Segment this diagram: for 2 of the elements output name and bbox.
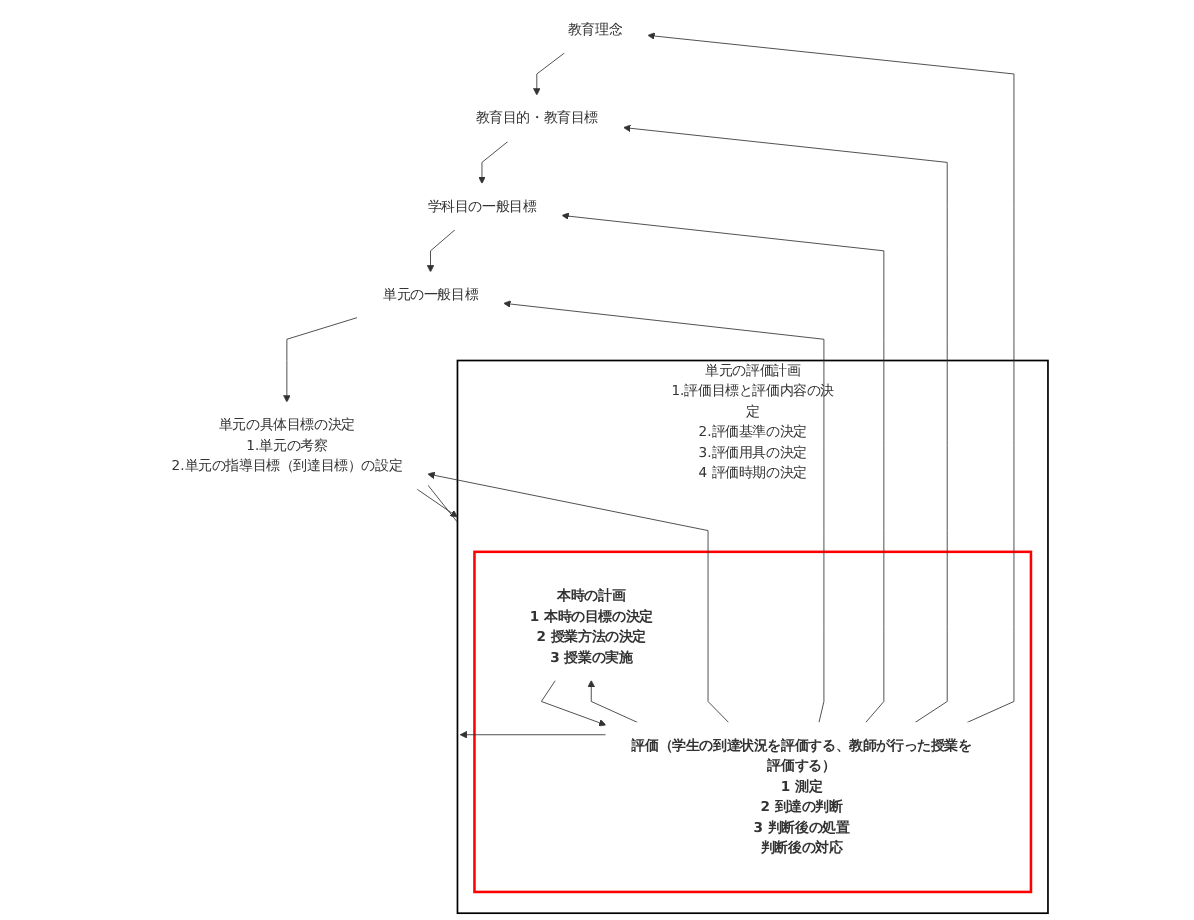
connector (427, 484, 458, 523)
cluster (473, 550, 1033, 894)
